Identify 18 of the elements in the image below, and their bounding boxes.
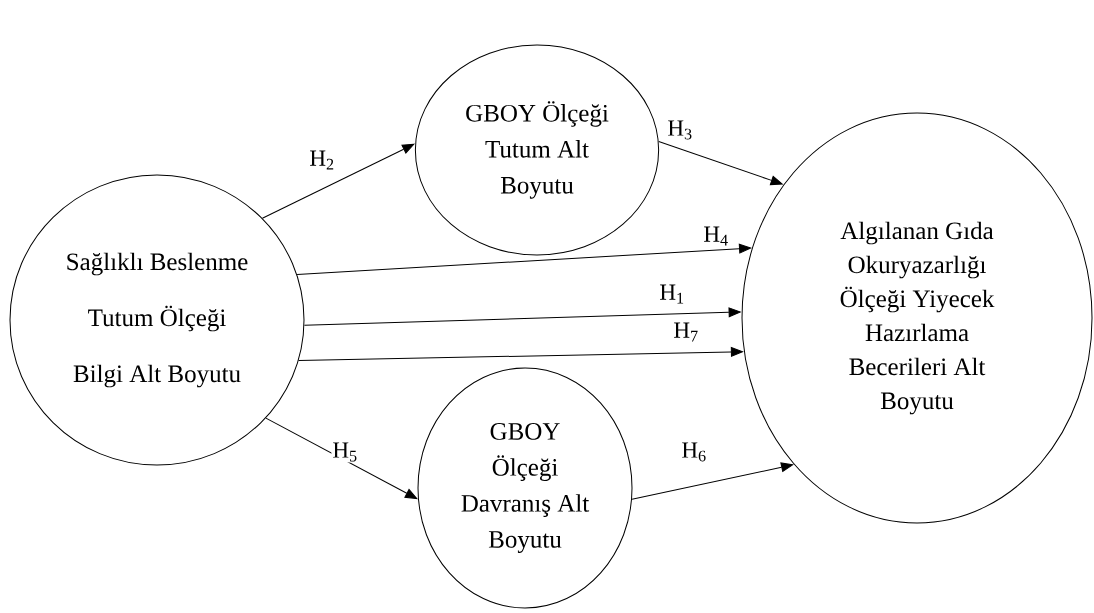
ellipse-node: GBOY Ölçeği Davranış Alt Boyutu bbox=[417, 367, 633, 609]
ellipse-node: Algılanan Gıda Okuryazarlığı Ölçeği Yiyecek Hazırlama Becerileri Alt Boyutu bbox=[741, 112, 1093, 524]
arrow bbox=[296, 243, 752, 275]
edge-label: H$_{2}$ bbox=[308, 149, 336, 171]
arrow bbox=[298, 347, 743, 362]
edge-label: H$_{4}$ bbox=[702, 225, 730, 247]
edge-label: H$_{3}$ bbox=[666, 119, 694, 141]
arrow bbox=[265, 417, 418, 500]
edge-label: H$_{6}$ bbox=[680, 441, 708, 463]
arrow bbox=[631, 462, 794, 500]
ellipse-node: GBOY Ölçeği Tutum Alt Boyutu bbox=[414, 44, 660, 256]
ellipse-node: Sağlıklı Beslenme Tutum Ölçeği Bilgi Alt Boyutu bbox=[9, 174, 305, 466]
edge-label: H$_{7}$ bbox=[672, 321, 700, 343]
arrow bbox=[261, 143, 415, 219]
arrow bbox=[303, 307, 741, 326]
edge-label: H$_{5}$ bbox=[331, 441, 359, 463]
edge-label: H$_{1}$ bbox=[658, 283, 686, 305]
arrow bbox=[658, 141, 783, 186]
